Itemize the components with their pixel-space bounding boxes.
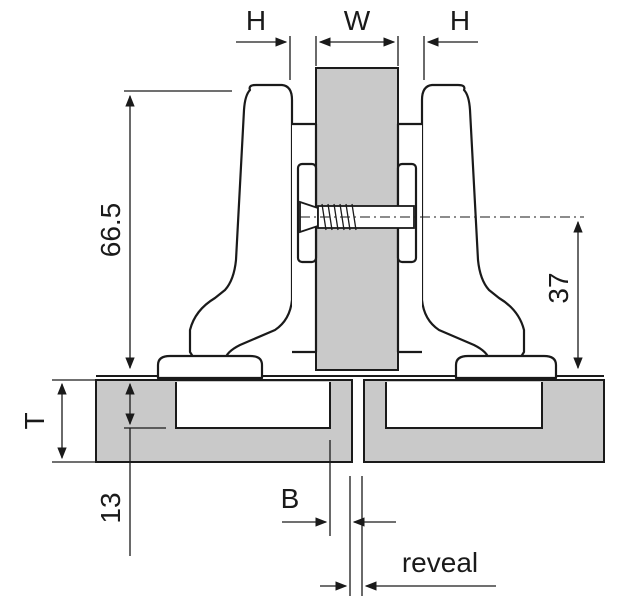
dimension-h-right: H — [423, 5, 478, 80]
dimension-37: 37 — [543, 220, 583, 370]
dim-66-5-label: 66.5 — [95, 203, 126, 258]
t-label: T — [19, 412, 50, 429]
right-hinge-arm — [396, 83, 558, 380]
b-label: B — [281, 483, 300, 514]
dimension-w: W — [315, 5, 399, 66]
dim-37-label: 37 — [543, 272, 574, 303]
left-hinge-arm — [156, 83, 318, 380]
dimension-b: B — [281, 440, 396, 596]
dimension-66-5: 66.5 — [95, 90, 232, 370]
dimension-reveal: reveal — [320, 476, 496, 596]
h-left-label: H — [246, 5, 266, 36]
dimension-13: 13 — [95, 382, 166, 556]
dimension-h-left: H — [236, 5, 291, 80]
dim-13-label: 13 — [95, 492, 126, 523]
left-door-panel — [95, 379, 353, 463]
w-label: W — [344, 5, 371, 36]
dimension-t: T — [19, 379, 96, 463]
screw — [299, 200, 584, 234]
right-door-panel — [363, 379, 605, 463]
reveal-label: reveal — [402, 547, 478, 578]
h-right-label: H — [450, 5, 470, 36]
